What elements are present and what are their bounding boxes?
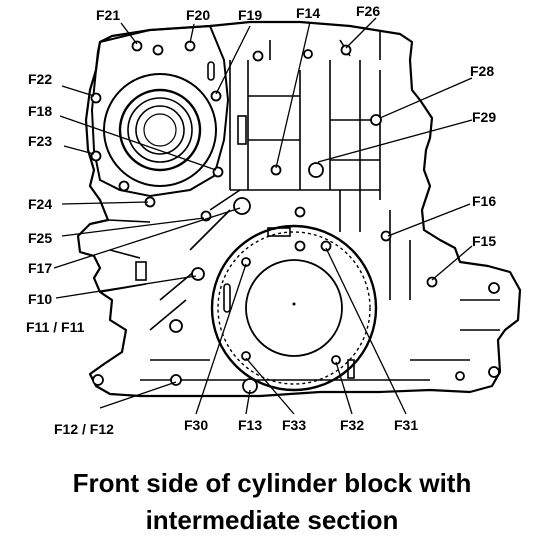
label-f25: F25 bbox=[28, 230, 52, 246]
label-f29: F29 bbox=[472, 109, 496, 125]
label-f31: F31 bbox=[394, 417, 418, 433]
block-internal-lines bbox=[99, 30, 500, 381]
label-f28: F28 bbox=[470, 63, 494, 79]
label-f30: F30 bbox=[184, 417, 208, 433]
front-cover-plate bbox=[90, 24, 230, 198]
block-outline bbox=[76, 20, 522, 398]
label-f26: F26 bbox=[356, 3, 380, 19]
slots bbox=[135, 61, 355, 379]
label-f15: F15 bbox=[472, 233, 496, 249]
label-f13: F13 bbox=[238, 417, 262, 433]
label-f32: F32 bbox=[340, 417, 364, 433]
label-f23: F23 bbox=[28, 133, 52, 149]
label-f21: F21 bbox=[96, 7, 120, 23]
label-f12: F12 / F12 bbox=[54, 421, 114, 437]
label-f19: F19 bbox=[238, 7, 262, 23]
label-f17: F17 bbox=[28, 260, 52, 276]
label-f33: F33 bbox=[282, 417, 306, 433]
label-f24: F24 bbox=[28, 196, 52, 212]
timing-seal-ring bbox=[118, 88, 202, 172]
caption-line-1: Front side of cylinder block with bbox=[72, 468, 472, 498]
label-f10: F10 bbox=[28, 291, 52, 307]
label-f20: F20 bbox=[186, 7, 210, 23]
label-f22: F22 bbox=[28, 71, 52, 87]
label-f11: F11 / F11 bbox=[26, 319, 85, 335]
callout-labels: F21 F20 F19 F14 F26 F22 F28 F18 F29 F23 … bbox=[26, 3, 496, 437]
label-f14: F14 bbox=[296, 5, 320, 21]
label-f16: F16 bbox=[472, 193, 496, 209]
center-mark bbox=[292, 302, 296, 306]
crankshaft-seal-carrier bbox=[210, 224, 378, 392]
caption-line-2: intermediate section bbox=[145, 505, 399, 535]
bolt-holes bbox=[90, 40, 500, 394]
leader-lines bbox=[53, 17, 473, 415]
label-f18: F18 bbox=[28, 103, 52, 119]
